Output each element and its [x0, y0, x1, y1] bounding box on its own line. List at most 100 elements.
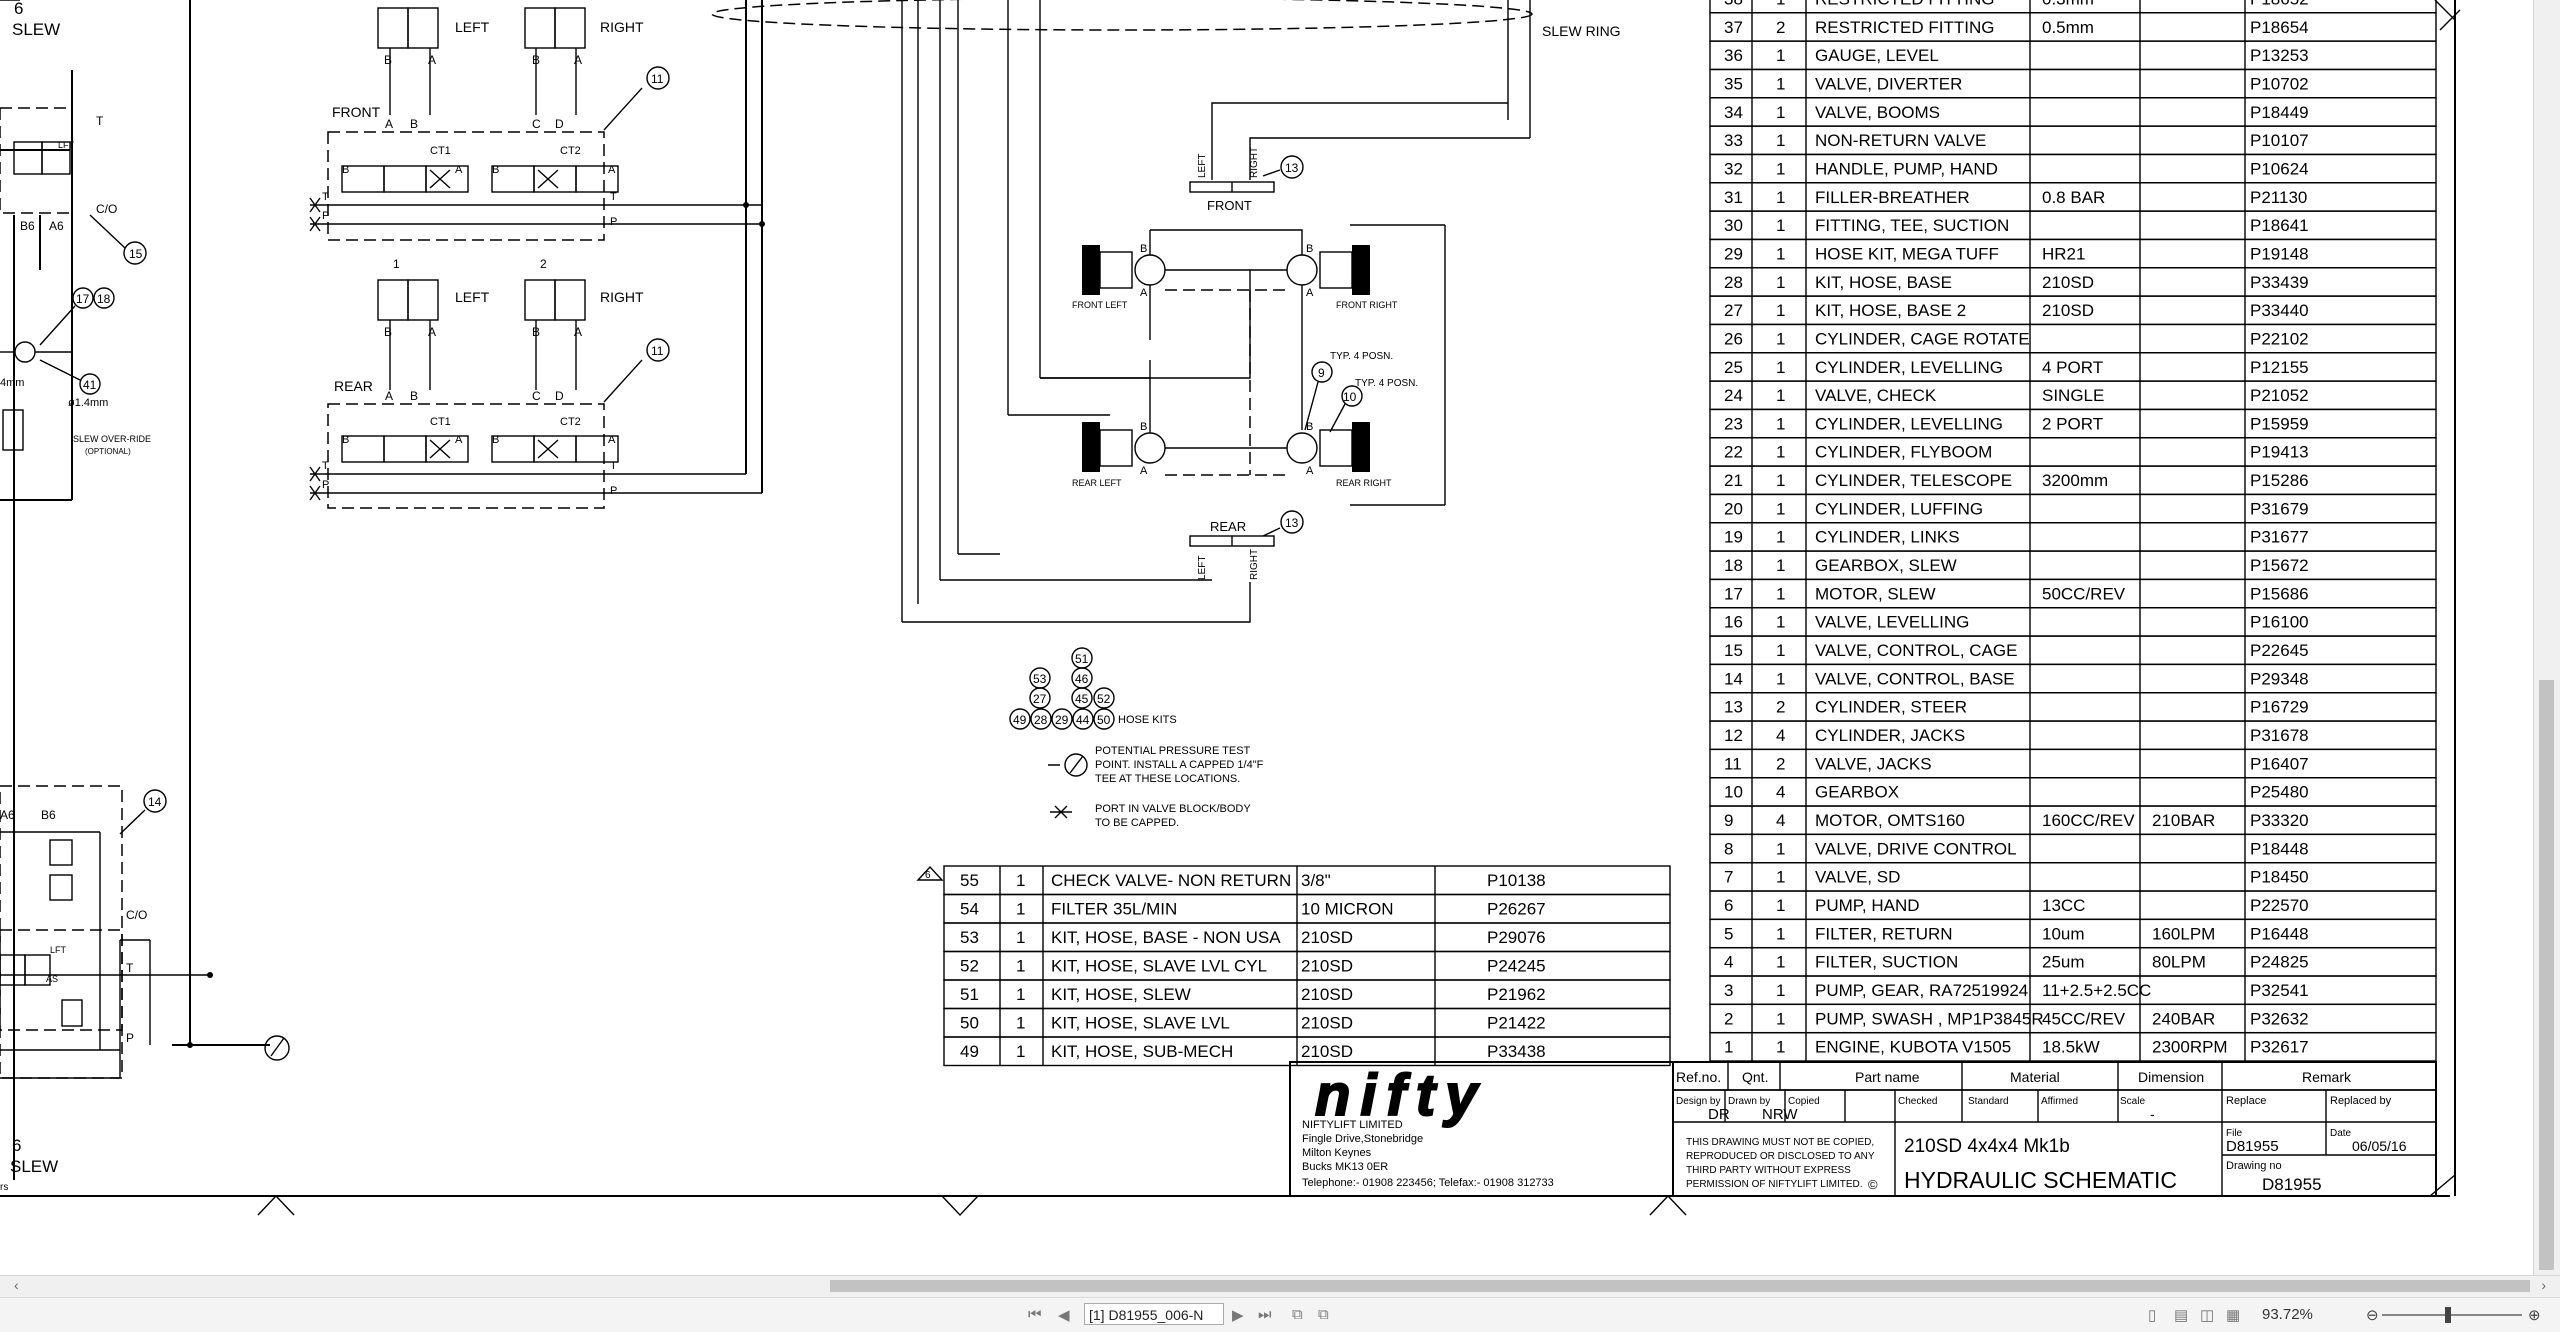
part-name-cell: CYLINDER, LINKS	[1815, 528, 1960, 547]
hose-callout-number: 52	[1097, 692, 1111, 706]
qty-cell: 1	[1776, 499, 1785, 518]
part-name-cell: CYLINDER, JACKS	[1815, 726, 1965, 745]
svg-text:14: 14	[148, 795, 162, 809]
part-number-cell: P33440	[2250, 301, 2309, 320]
port-a6-left: A6	[49, 219, 64, 233]
part-number-cell: P15672	[2250, 556, 2309, 575]
slew-label-top: SLEW	[12, 20, 60, 39]
vertical-scroll-thumb[interactable]	[2539, 680, 2554, 1270]
ref-cell: 30	[1724, 216, 1743, 235]
material-cell: 0.3mm	[2042, 0, 2094, 8]
qty-cell: 1	[1776, 641, 1785, 660]
hose-callout	[1093, 708, 1115, 730]
optional-label: (OPTIONAL)	[85, 447, 131, 456]
first-page-icon[interactable]: ⏮	[1028, 1306, 1042, 1323]
hose-callout-number: 51	[1075, 652, 1089, 666]
svg-text:A: A	[385, 117, 393, 131]
zoom-out-icon[interactable]: ⊖	[2366, 1307, 2379, 1324]
drawing-title: HYDRAULIC SCHEMATIC	[1904, 1167, 2177, 1193]
table-row-box	[943, 1036, 1671, 1067]
pressure-test-symbol	[1064, 753, 1088, 777]
hose-callout	[1071, 687, 1093, 709]
svg-text:A: A	[1306, 465, 1314, 477]
svg-text:18: 18	[97, 292, 111, 306]
svg-text:A: A	[385, 389, 393, 403]
paste-page-icon[interactable]: ⧉	[1318, 1306, 1329, 1323]
svg-text:LEFT: LEFT	[1197, 154, 1208, 178]
status-bar: ⏮ ◀ [1] D81955_006-N ▶ ⏭ ⧉ ⧉ ▯ ▤ ◫ ▦ 93.…	[0, 1297, 2560, 1332]
part-name-cell: ENGINE, KUBOTA V1505	[1815, 1038, 2011, 1057]
single-page-view-icon[interactable]: ▯	[2148, 1307, 2157, 1324]
zoom-slider-knob[interactable]	[2445, 1307, 2451, 1323]
ref-cell: 18	[1724, 556, 1743, 575]
part-name-cell: PUMP, GEAR, RA72519924	[1815, 981, 2028, 1000]
as-label-lower: AS	[46, 974, 58, 984]
svg-text:-: -	[2150, 1106, 2155, 1122]
part-name-cell: VALVE, DIVERTER	[1815, 74, 1962, 93]
part-name-cell: KIT, HOSE, SLAVE LVL CYL	[1051, 957, 1267, 976]
title-block: nifty NIFTYLIFT LIMITED Fingle Drive,Sto…	[1289, 1061, 2437, 1197]
schematic-canvas: 6 SLEW LFT T C/O B6 A6 15 17 18 41 4mm ø…	[0, 0, 2461, 1217]
svg-text:B: B	[1306, 243, 1313, 255]
part-name-cell: KIT, HOSE, BASE 2	[1815, 301, 1966, 320]
front-left-label: LEFT	[455, 19, 490, 35]
svg-text:P: P	[610, 485, 617, 497]
ref-cell: 27	[1724, 301, 1743, 320]
svg-text:C: C	[532, 389, 541, 403]
material-cell: 210SD	[1301, 1014, 1353, 1033]
copy-page-icon[interactable]: ⧉	[1292, 1306, 1303, 1323]
last-page-icon[interactable]: ⏭	[1258, 1306, 1272, 1323]
callout-18	[93, 287, 115, 309]
two-page-view-icon[interactable]: ◫	[2200, 1307, 2215, 1324]
front-steer-label: FRONT	[1207, 198, 1252, 213]
typ-posn-1: TYP. 4 POSN.	[1330, 351, 1393, 362]
part-number-cell: P31677	[2250, 528, 2309, 547]
ref-cell: 9	[1724, 811, 1733, 830]
hose-callout	[1072, 708, 1094, 730]
part-name-cell: KIT, HOSE, SLAVE LVL	[1051, 1014, 1230, 1033]
qty-cell: 1	[1776, 1009, 1785, 1028]
svg-text:13: 13	[1285, 161, 1299, 175]
svg-text:A: A	[608, 164, 616, 176]
dimension-cell: 2300RPM	[2152, 1038, 2228, 1057]
zoom-in-icon[interactable]: ⊕	[2528, 1307, 2541, 1324]
material-cell: 210SD	[1301, 928, 1353, 947]
ref-cell: 20	[1724, 499, 1743, 518]
scroll-right-arrow-icon[interactable]: ›	[2541, 1277, 2546, 1293]
part-number-cell: P18449	[2250, 103, 2309, 122]
svg-text:B: B	[384, 325, 392, 339]
part-number-cell: P15686	[2250, 584, 2309, 603]
material-cell: 3/8"	[1301, 871, 1331, 890]
qty-cell: 1	[1776, 329, 1785, 348]
drawing-sheet: 6 SLEW LFT T C/O B6 A6 15 17 18 41 4mm ø…	[0, 0, 2461, 1217]
dimension-cell: 240BAR	[2152, 1009, 2215, 1028]
legend-text: HOSE KITS POTENTIAL PRESSURE TEST POINT.…	[1048, 714, 1264, 829]
drawn-by: NRW	[1762, 1106, 1798, 1123]
hose-callout-number: 45	[1075, 692, 1089, 706]
two-page-continuous-icon[interactable]: ▦	[2226, 1307, 2241, 1324]
ref-cell: 53	[960, 928, 979, 947]
header-remark: Remark	[2302, 1069, 2352, 1085]
ref-cell: 26	[1724, 329, 1743, 348]
svg-text:PERMISSION OF NIFTYLIFT LIMITE: PERMISSION OF NIFTYLIFT LIMITED.	[1686, 1179, 1863, 1190]
page-selector[interactable]: [1] D81955_006-N	[1084, 1303, 1224, 1325]
svg-text:11: 11	[651, 72, 664, 86]
prev-page-icon[interactable]: ◀	[1058, 1307, 1070, 1324]
scroll-left-arrow-icon[interactable]: ‹	[14, 1277, 19, 1293]
material-cell: 2 PORT	[2042, 414, 2103, 433]
next-page-icon[interactable]: ▶	[1232, 1307, 1244, 1324]
material-cell: 210SD	[2042, 301, 2094, 320]
material-cell: 18.5kW	[2042, 1038, 2100, 1057]
horizontal-scroll-thumb[interactable]	[830, 1280, 2530, 1292]
ref-cell: 29	[1724, 244, 1743, 263]
svg-text:B: B	[1140, 243, 1147, 255]
continuous-view-icon[interactable]: ▤	[2174, 1307, 2189, 1324]
zoom-slider[interactable]	[2382, 1314, 2522, 1316]
ref-cell: 1	[1724, 1038, 1733, 1057]
